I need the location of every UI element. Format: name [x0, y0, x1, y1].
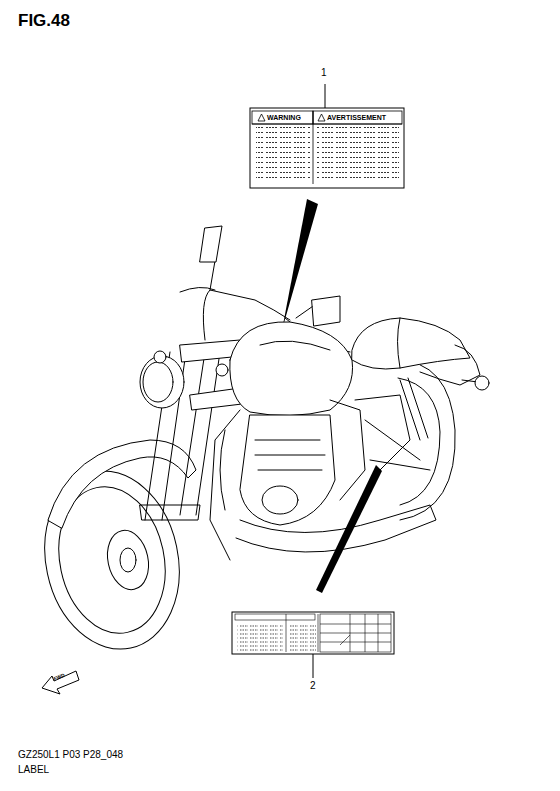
warning-label-1 — [250, 84, 404, 188]
motorcycle-drawing — [29, 226, 489, 662]
section-name: LABEL — [18, 765, 49, 775]
warning-label-2 — [232, 612, 394, 678]
label-heading: WARNING — [267, 114, 301, 121]
label-heading: AVERTISSEMENT — [327, 114, 386, 121]
callout-number: 1 — [321, 68, 327, 78]
forward-arrow — [42, 671, 79, 694]
drawing-code: GZ250L1 P03 P28_048 — [18, 750, 123, 760]
figure-title: FIG.48 — [18, 12, 70, 29]
callout-number: 2 — [310, 681, 316, 691]
